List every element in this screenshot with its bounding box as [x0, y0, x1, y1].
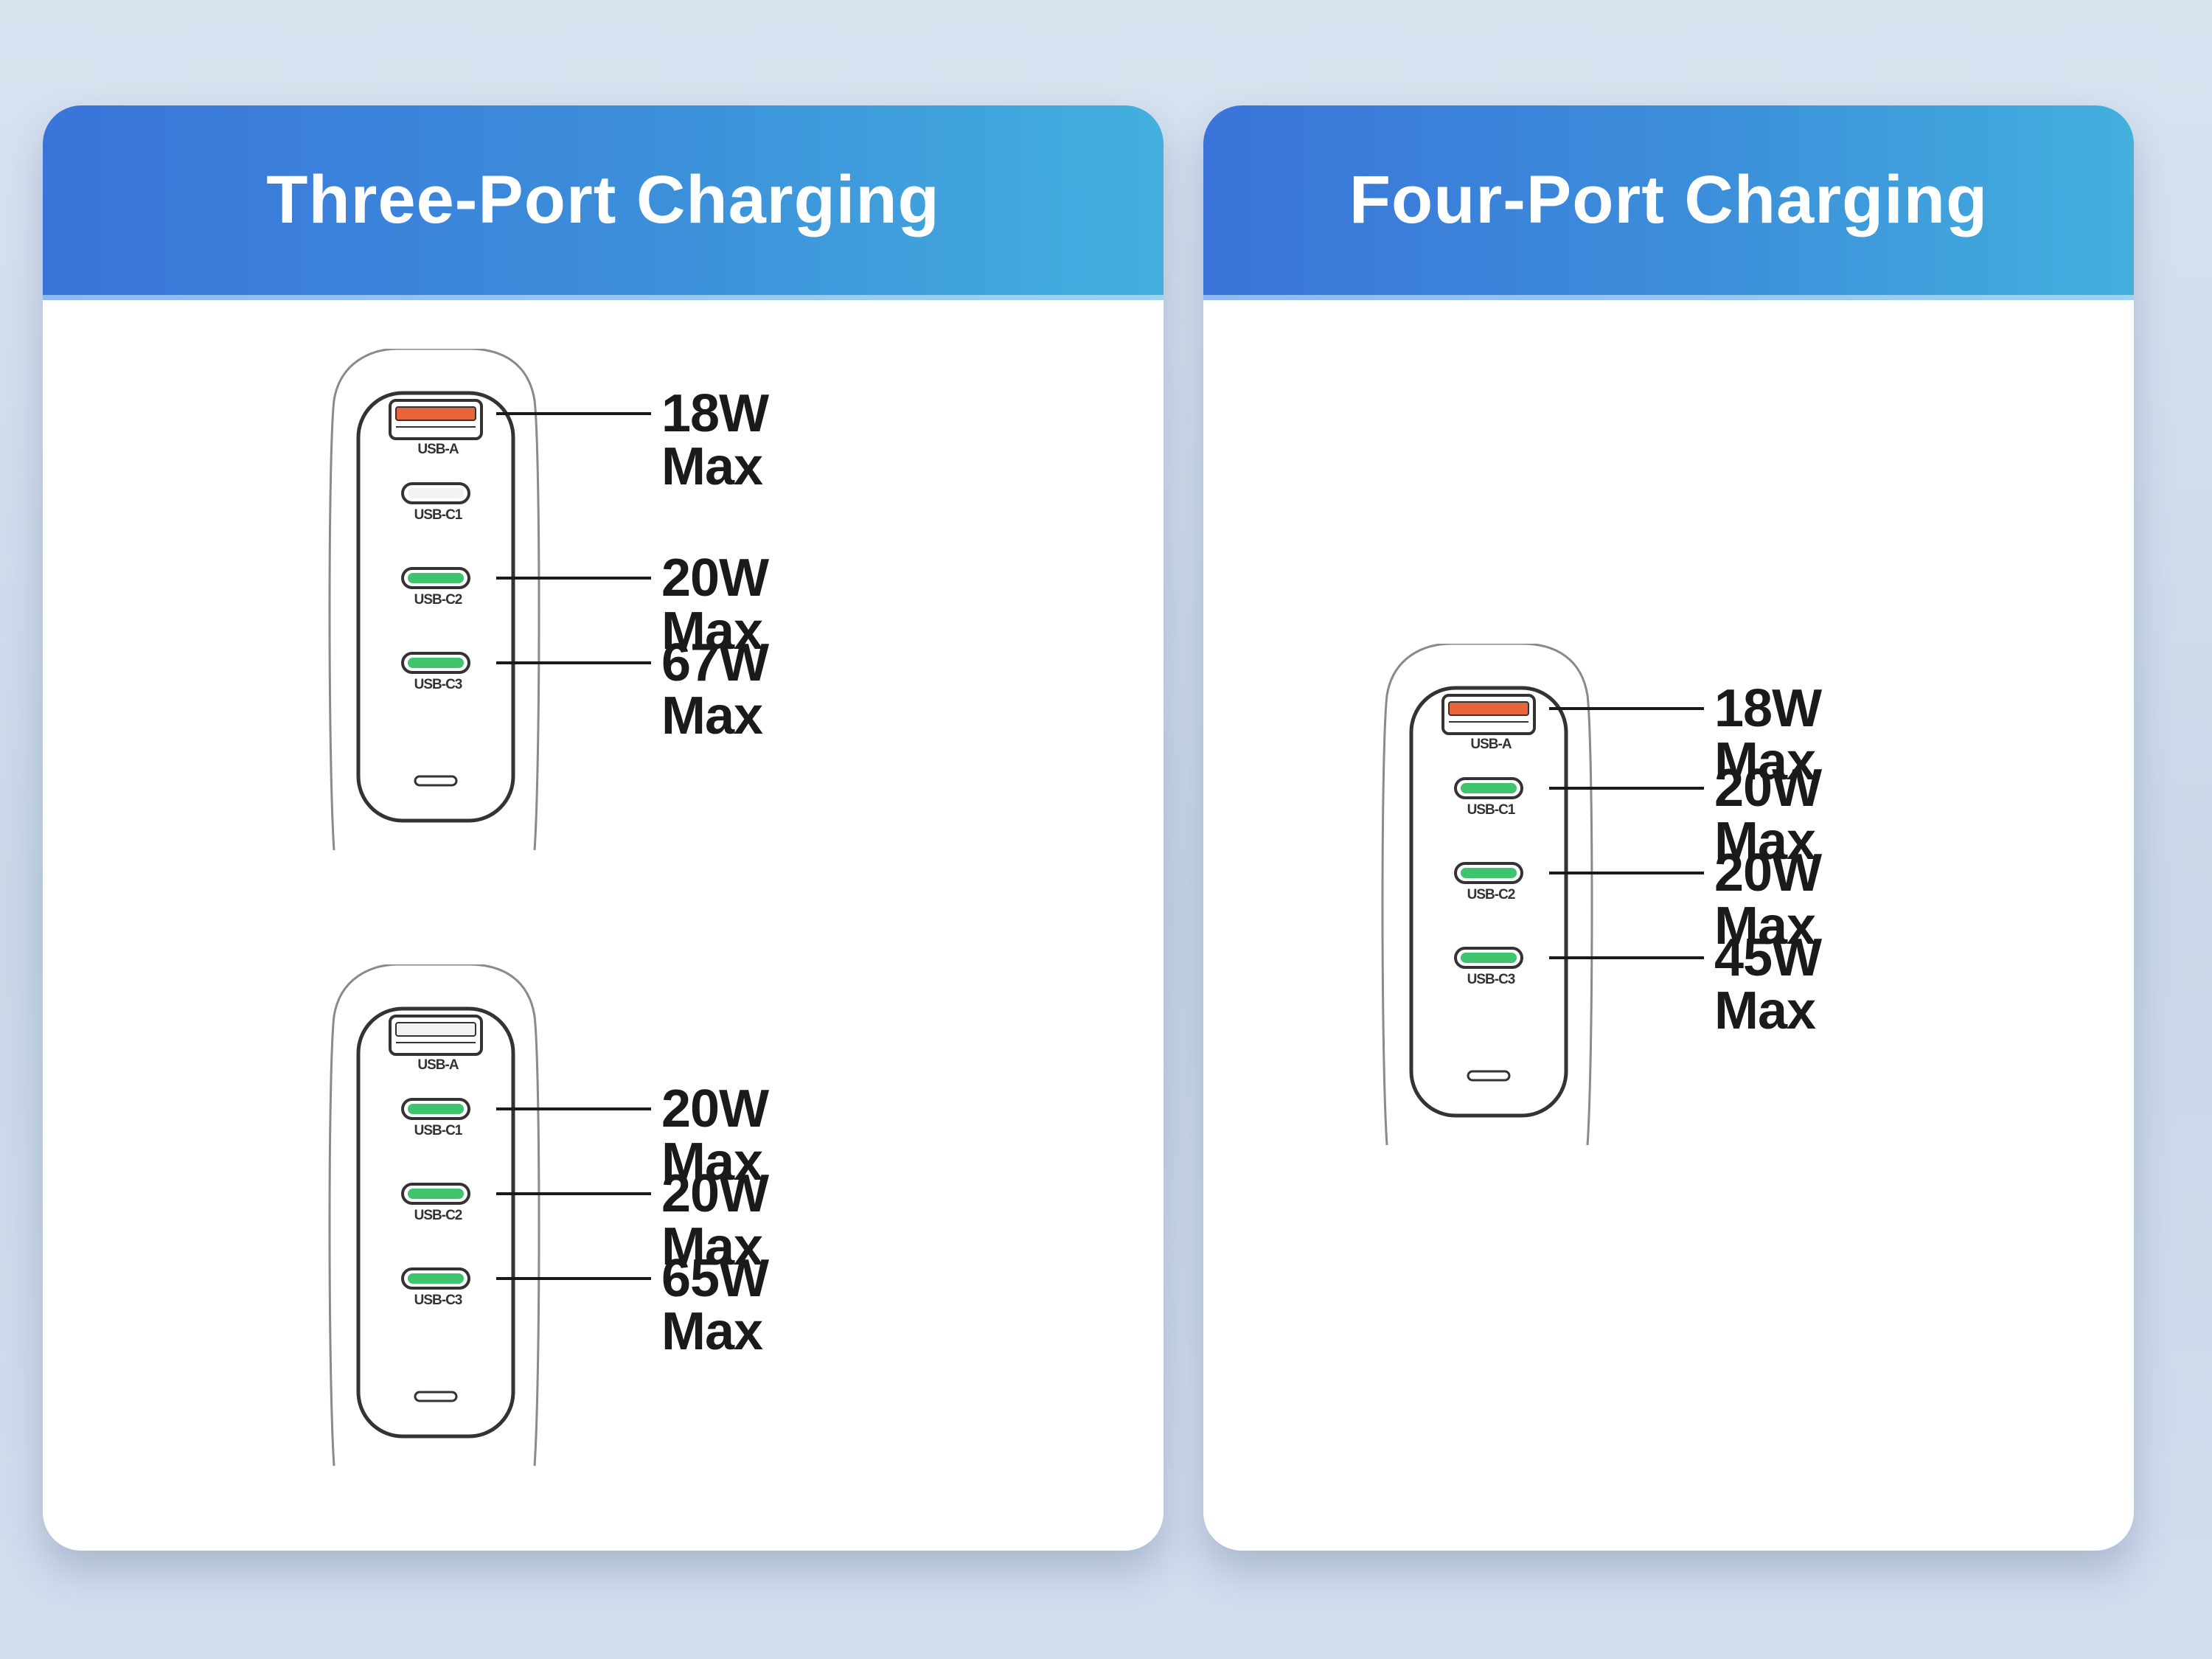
wattage-label: 20W Max	[661, 549, 769, 661]
wattage-label: 20W Max	[661, 1164, 769, 1276]
port-label: USB-C3	[414, 677, 463, 692]
leader-line	[496, 1192, 651, 1195]
port-label: USB-A	[417, 442, 459, 457]
port-plate	[356, 391, 515, 823]
port-label: USB-C1	[414, 507, 463, 523]
leader-line	[1549, 956, 1704, 959]
usb-c-port	[401, 482, 470, 504]
wattage-label: 20W Max	[661, 1079, 769, 1192]
leader-line	[496, 1277, 651, 1280]
port-label: USB-C3	[414, 1293, 463, 1308]
port-label: USB-C2	[1467, 887, 1516, 902]
wattage-label: 67W Max	[661, 633, 769, 745]
wattage-label: 18W Max	[1714, 679, 1822, 791]
wattage-label: 20W Max	[1714, 844, 1822, 956]
port-label: USB-A	[1470, 737, 1512, 752]
usb-c-port	[1454, 947, 1523, 969]
leader-line	[1549, 787, 1704, 790]
usb-a-port	[1441, 694, 1536, 735]
charger-shell	[1381, 644, 1593, 1145]
leader-line	[1549, 707, 1704, 710]
port-label: USB-C1	[414, 1123, 463, 1138]
port-plate	[356, 1006, 515, 1439]
indicator-light	[1467, 1070, 1511, 1082]
indicator-light	[414, 775, 458, 787]
usb-c-port	[401, 652, 470, 674]
header-underline	[43, 295, 1164, 300]
charger-body	[328, 964, 540, 1466]
wattage-label: 20W Max	[1714, 759, 1822, 871]
leader-line	[1549, 872, 1704, 874]
wattage-label: 45W Max	[1714, 928, 1822, 1040]
port-label: USB-C2	[414, 592, 463, 608]
panel-header: Three-Port Charging	[43, 105, 1164, 295]
leader-line	[496, 1107, 651, 1110]
port-label: USB-C1	[1467, 802, 1516, 818]
usb-c-port	[1454, 862, 1523, 884]
port-label: USB-A	[417, 1057, 459, 1073]
usb-c-port	[401, 567, 470, 589]
port-label: USB-C2	[414, 1208, 463, 1223]
panel-title: Four-Port Charging	[1349, 162, 1989, 237]
panel-title: Three-Port Charging	[266, 162, 940, 237]
charger-shell	[328, 349, 540, 850]
charger-body	[328, 349, 540, 850]
leader-line	[496, 412, 651, 415]
charger-body	[1381, 644, 1593, 1145]
usb-c-port	[1454, 777, 1523, 799]
usb-c-port	[401, 1098, 470, 1120]
wattage-label: 65W Max	[661, 1249, 769, 1361]
leader-line	[496, 661, 651, 664]
port-label: USB-C3	[1467, 972, 1516, 987]
panel-header: Four-Port Charging	[1203, 105, 2134, 295]
usb-a-port	[389, 399, 483, 440]
indicator-light	[414, 1391, 458, 1402]
wattage-label: 18W Max	[661, 384, 769, 496]
leader-line	[496, 577, 651, 580]
charger-shell	[328, 964, 540, 1466]
port-plate	[1409, 686, 1568, 1118]
usb-a-port	[389, 1015, 483, 1056]
usb-c-port	[401, 1267, 470, 1290]
usb-c-port	[401, 1183, 470, 1205]
header-underline	[1203, 295, 2134, 300]
